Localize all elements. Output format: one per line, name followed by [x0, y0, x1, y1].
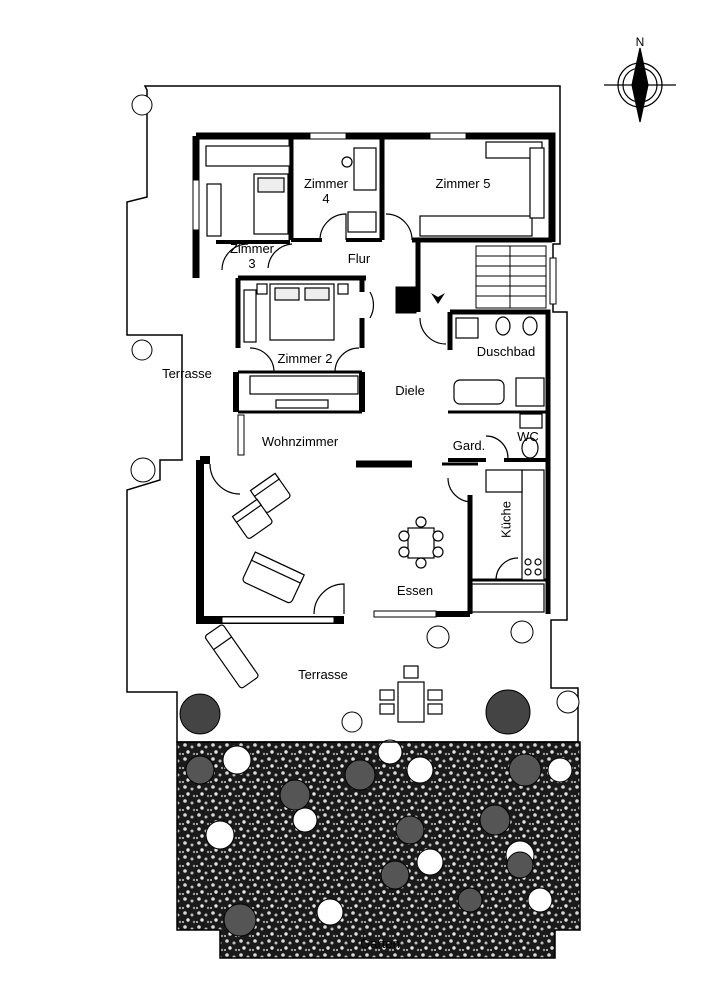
garden-area	[176, 739, 581, 959]
label-diele: Diele	[395, 383, 425, 398]
label-flur: Flur	[347, 251, 371, 266]
label-terrasse-west: Terrasse	[162, 366, 212, 381]
north-compass-icon	[604, 47, 676, 123]
label-zimmer-4: Zimmer 4	[303, 176, 349, 206]
windows	[192, 132, 557, 624]
label-kueche: Küche	[498, 501, 514, 538]
label-zimmer-5: Zimmer 5	[435, 176, 491, 191]
label-duschbad: Duschbad	[476, 344, 536, 359]
entrance-arrow-icon	[431, 293, 445, 304]
furniture	[204, 141, 545, 723]
stairs	[475, 245, 547, 309]
label-zimmer-3: Zimmer 3	[229, 241, 275, 271]
label-garten: Garten	[360, 936, 400, 951]
label-gard: Gard.	[452, 438, 486, 453]
door-swings	[209, 213, 519, 615]
compass-north-label: N	[636, 35, 645, 49]
label-essen: Essen	[396, 583, 434, 598]
label-wc: WC	[517, 429, 539, 444]
label-terrasse-south: Terrasse	[298, 667, 348, 682]
label-zimmer-2: Zimmer 2	[277, 351, 333, 366]
label-wohnzimmer: Wohnzimmer	[261, 434, 339, 449]
plants	[130, 94, 580, 735]
